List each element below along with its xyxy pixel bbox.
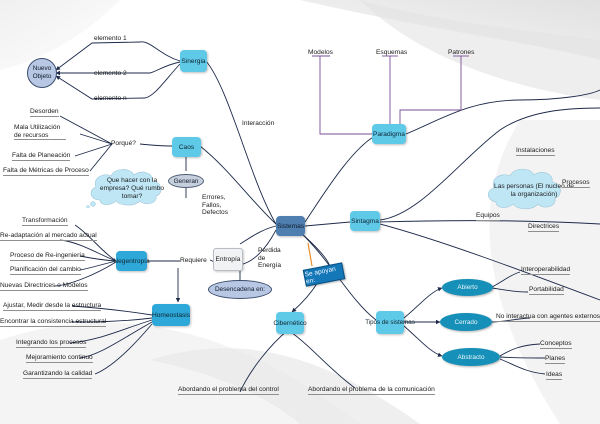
abierto-label: Abierto (457, 284, 478, 291)
label-ideas: Ideas (546, 371, 563, 380)
label-transformacion: Transformación (22, 217, 68, 226)
label-requiere: Requiere (180, 257, 207, 264)
homeostasis-node[interactable]: Homeostasis (152, 304, 190, 326)
label-planificacion: Planificación del cambio (10, 266, 81, 275)
label-integrando: Integrando los procesos (16, 339, 87, 348)
label-instalaciones: Instalaciones (516, 147, 555, 156)
label-nuevas-directrices: Nuevas Directrices o Modelos (0, 282, 88, 291)
tipos-de-sistemas-label: Tipos de sistemas (365, 319, 415, 326)
sinergia-label: Sinergia (181, 57, 206, 65)
label-mejoramiento: Mejoramiento continuo (26, 354, 93, 363)
label-errores: Errores, Fallos, Defectos (202, 194, 229, 217)
cloud-shape (487, 168, 561, 210)
label-conceptos: Conceptos (540, 340, 572, 349)
label-readaptacion: Re-adaptación al mercado actual (0, 232, 97, 241)
sinergia-node[interactable]: Sinergia (180, 50, 207, 72)
label-desorden: Desorden (30, 108, 59, 117)
abstracto-node[interactable]: Abstracto (442, 348, 500, 366)
homeostasis-label: Homeostasis (151, 311, 191, 319)
label-elemento-1: elemento 1 (94, 35, 127, 42)
question-cloud-text: Que hacer con la empresa? Qué rumbo toma… (99, 177, 165, 200)
caos-label: Caos (178, 143, 195, 151)
negentropia-label: Negentropía (113, 257, 150, 265)
label-directrices: Directrices (528, 223, 560, 232)
label-problema-control: Abordando el problema del control (178, 386, 279, 395)
paradigma-node[interactable]: Paradigma (372, 124, 406, 144)
label-ajustar: Ajustar, Medir desde la estructura (3, 302, 102, 311)
cloud-shape (86, 169, 162, 209)
question-cloud: Que hacer con la empresa? Qué rumbo toma… (86, 166, 166, 209)
label-esquemas: Esquemas (376, 49, 408, 56)
entropia-label: Entropía (215, 256, 241, 263)
entropia-node[interactable]: Entropía (213, 248, 243, 271)
sistemas-node[interactable]: Sistemas (276, 216, 305, 236)
personas-cloud-text: Las personas (El nucleo de la organizaci… (494, 183, 574, 198)
personas-cloud: Las personas (El nucleo de la organizaci… (484, 166, 574, 212)
caos-node[interactable]: Caos (172, 137, 201, 157)
generan-node[interactable]: Generan (168, 174, 204, 188)
nuevo-objeto-node[interactable]: Nuevo Objeto (27, 58, 57, 88)
desencadena-node[interactable]: Desencadena en: (208, 280, 272, 299)
sintagma-node[interactable]: Sintagma (350, 211, 380, 231)
abstracto-label: Abstracto (457, 353, 485, 361)
cibernetica-label: Cibernético (273, 319, 307, 327)
paradigma-label: Paradigma (373, 130, 405, 138)
label-interaccion: Interacción (242, 120, 275, 127)
label-encontrar: Encontrar la consistencia estructural (0, 318, 107, 327)
label-mala-utilizacion: Mala Utilización de recursos (14, 124, 66, 141)
cerrado-node[interactable]: Cerrado (440, 313, 492, 331)
label-modelos: Modelos (308, 49, 333, 56)
generan-label: Generan (173, 177, 199, 185)
label-reingenieria: Proceso de Re-ingeniería (10, 252, 85, 261)
label-falta-planeacion: Falta de Planeación (12, 152, 71, 161)
label-equipos: Equipos (476, 212, 500, 221)
sintagma-label: Sintagma (351, 217, 379, 225)
label-elemento-2: elemento 2 (94, 70, 127, 77)
label-perdida: Pérdida de Energía (258, 247, 282, 270)
label-portabilidad: Portabilidad (529, 286, 564, 295)
negentropia-node[interactable]: Negentropía (113, 251, 150, 271)
label-procesos: Procesos (562, 179, 590, 188)
cibernetica-node[interactable]: Cibernético (273, 312, 307, 334)
nuevo-objeto-label: Nuevo Objeto (32, 65, 52, 80)
label-problema-comunicacion: Abordando el problema de la comunicación (308, 386, 435, 395)
label-porque: Porqué? (111, 140, 136, 147)
label-patrones: Patrones (448, 49, 475, 56)
label-falta-metricas: Falta de Métricas de Proceso (3, 167, 89, 176)
cerrado-label: Cerrado (454, 318, 478, 326)
label-garantizando: Garantizando la calidad (23, 370, 93, 379)
label-no-interactua: No interactua con agentes externos (496, 313, 600, 322)
desencadena-label: Desencadena en: (214, 286, 266, 293)
abierto-node[interactable]: Abierto (442, 279, 493, 296)
tipos-de-sistemas-node[interactable]: Tipos de sistemas (365, 311, 415, 334)
label-elemento-n: elemento n (94, 95, 127, 102)
sistemas-label: Sistemas (276, 222, 305, 230)
label-interoperabilidad: Interoperabilidad (521, 266, 571, 275)
label-planes: Planes (545, 355, 566, 364)
